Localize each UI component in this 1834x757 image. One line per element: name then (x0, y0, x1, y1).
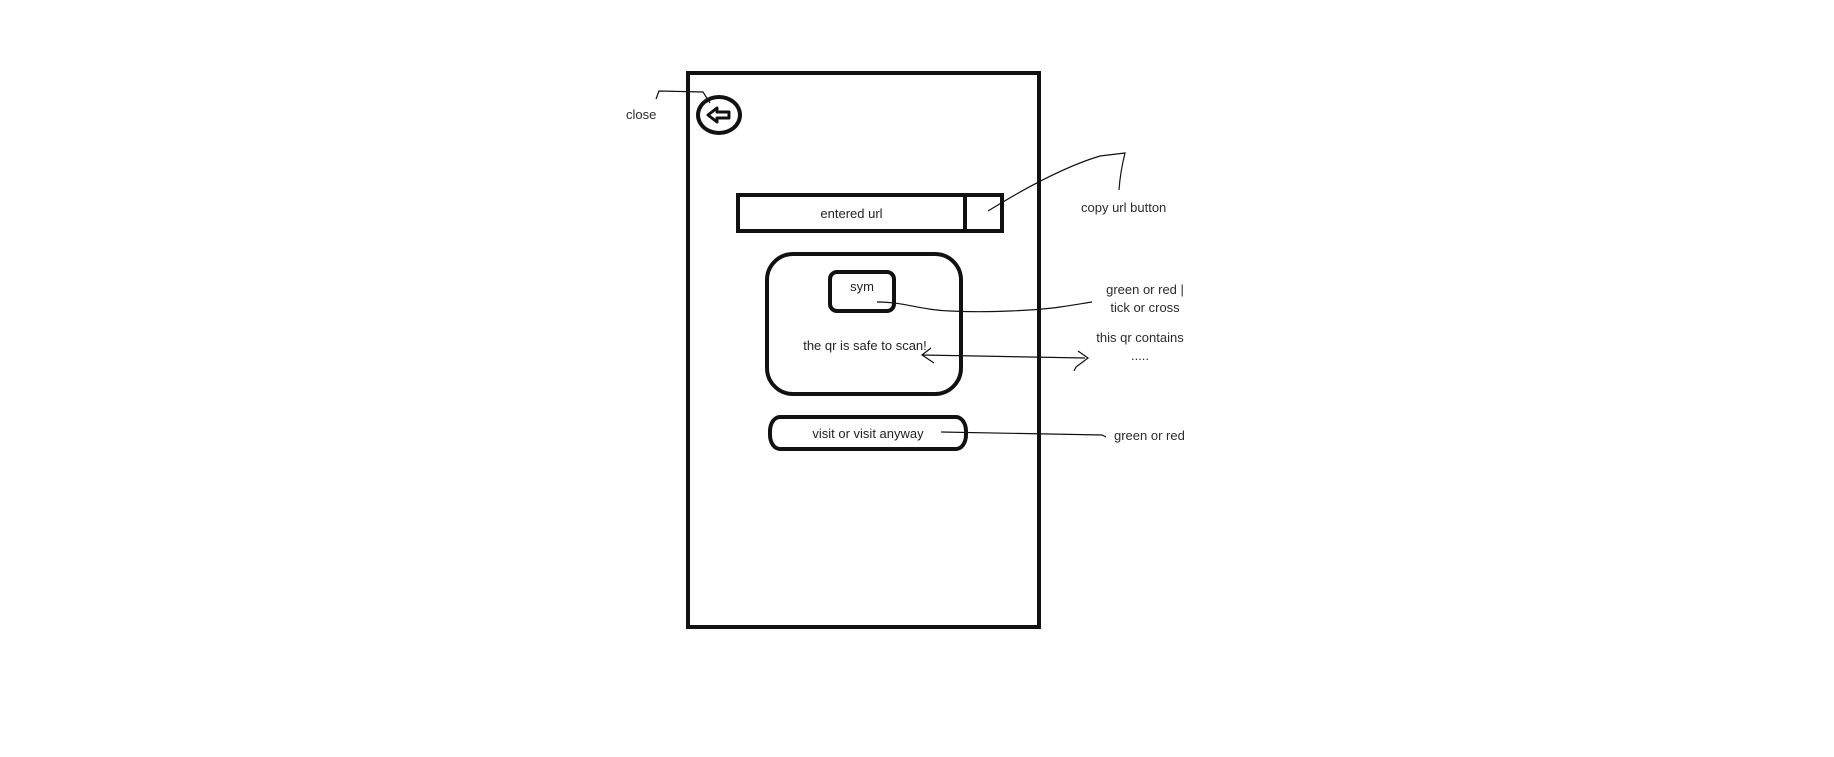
visit-button[interactable]: visit or visit anyway (768, 415, 968, 451)
safety-message: the qr is safe to scan! (803, 338, 927, 353)
message-annotation-line-2: ..... (1130, 348, 1150, 363)
symbol-annotation: green or red | tick or cross (1090, 281, 1200, 317)
symbol-annotation-line-2: tick or cross (1110, 300, 1180, 315)
arrow-left-icon (706, 106, 731, 124)
message-annotation-line-1: this qr contains (1096, 330, 1184, 345)
copy-url-button[interactable] (963, 197, 1000, 229)
symbol-annotation-line-1: green or red | (1106, 282, 1184, 297)
result-card (765, 252, 963, 396)
close-annotation: close (626, 107, 657, 122)
visit-annotation: green or red (1114, 428, 1185, 443)
copy-url-annotation: copy url button (1081, 200, 1167, 215)
message-annotation: this qr contains ..... (1085, 329, 1195, 365)
status-symbol: sym (828, 270, 896, 313)
url-display[interactable]: entered url (820, 205, 883, 221)
phone-frame (686, 71, 1041, 629)
url-bar: entered url (736, 193, 1004, 233)
close-button[interactable] (696, 95, 742, 135)
